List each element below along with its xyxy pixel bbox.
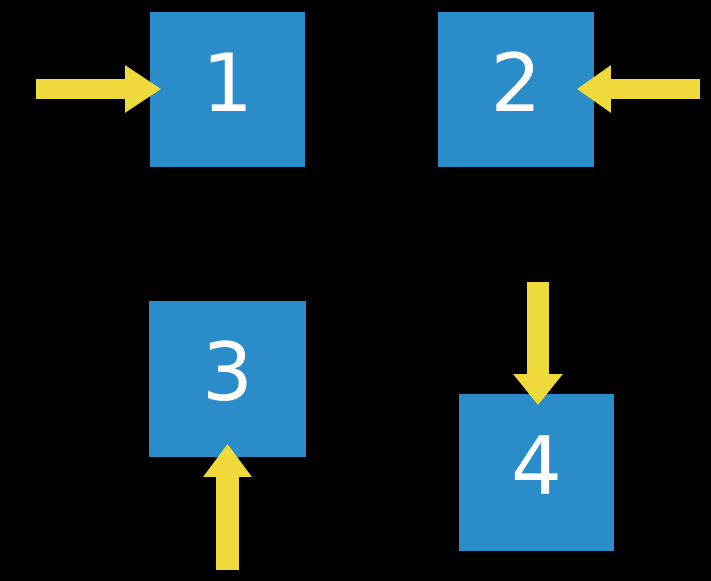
- box-2-label: 2: [490, 36, 542, 130]
- box-1-label: 1: [202, 36, 253, 130]
- box-3: 3: [149, 301, 306, 457]
- box-4-label: 4: [511, 419, 562, 513]
- box-3-label: 3: [202, 326, 253, 419]
- arrow-down-icon: [513, 282, 563, 405]
- box-1: 1: [150, 12, 305, 167]
- box-4: 4: [459, 394, 614, 551]
- arrow-up-icon: [203, 444, 252, 570]
- arrow-right-icon: [36, 65, 161, 113]
- arrow-left-icon: [577, 65, 700, 113]
- box-2: 2: [438, 12, 594, 167]
